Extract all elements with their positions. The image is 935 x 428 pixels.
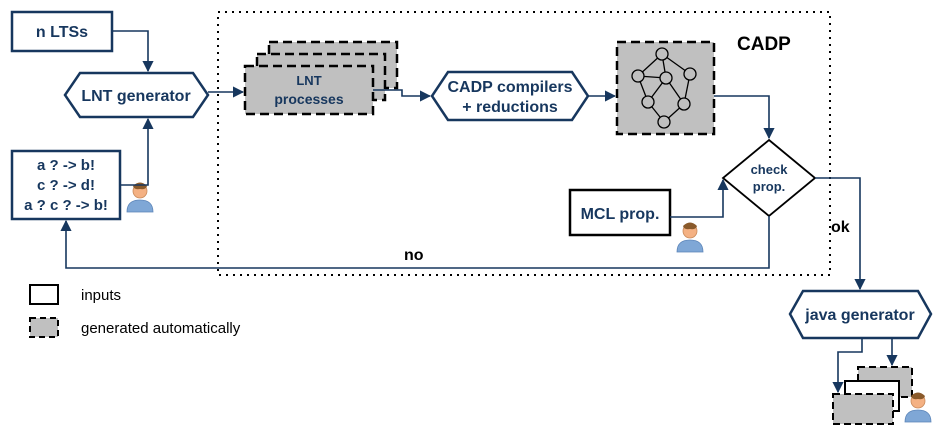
check-prop-line-1: check (751, 162, 789, 177)
arrow-graph-to-check (714, 95, 775, 140)
arrow-mcl-to-check (670, 178, 729, 218)
java-generator-node (788, 289, 933, 340)
legend-inputs-label: inputs (81, 287, 121, 304)
arrow-check-ok (815, 177, 866, 291)
user-icon (676, 222, 704, 253)
edge-label-ok: ok (831, 219, 850, 236)
lnt-processes-line-1: LNT (296, 73, 321, 88)
mcl-prop-box (568, 188, 672, 237)
legend-generated-swatch (29, 317, 59, 338)
arrow-rules-to-generator (120, 117, 154, 186)
user-icon (126, 182, 154, 213)
cadp-compilers-line-2: + reductions (462, 99, 558, 116)
cadp-compilers-line-1: CADP compilers (447, 79, 572, 96)
n-ltss-label: n LTSs (36, 24, 88, 41)
lnt-processes-box (243, 64, 375, 116)
cadp-compilers-node (430, 70, 590, 122)
legend-generated-label: generated automatically (81, 320, 241, 337)
lnt-generator-label: LNT generator (81, 88, 190, 105)
arrow-ltss-to-generator (112, 30, 154, 73)
rules-line-1: a ? -> b! (37, 157, 95, 174)
legend-inputs-swatch (29, 284, 59, 305)
arrow-check-no (60, 216, 770, 269)
java-generator-label: java generator (804, 307, 914, 324)
arrow-processes-to-compilers (373, 89, 432, 102)
check-prop-line-2: prop. (753, 179, 786, 194)
java-file-front (832, 393, 894, 425)
edge-label-no: no (404, 247, 424, 264)
cadp-region-label: CADP (737, 34, 791, 55)
rules-line-3: a ? c ? -> b! (24, 197, 108, 214)
lnt-generator-node (63, 71, 210, 119)
check-prop-node (721, 138, 817, 218)
cadp-region (217, 11, 831, 276)
graph-icon (631, 47, 697, 129)
mcl-prop-label: MCL prop. (581, 206, 660, 223)
arrow-java-to-files-1 (832, 338, 863, 394)
rules-line-2: c ? -> d! (37, 177, 95, 194)
lnt-processes-line-2: processes (274, 91, 343, 107)
